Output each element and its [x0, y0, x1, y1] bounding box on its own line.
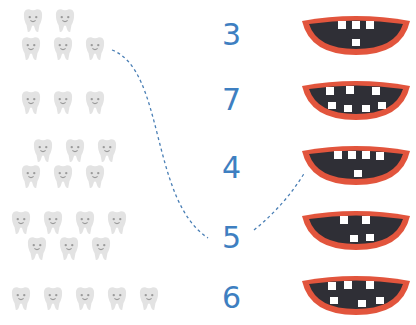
- answer-number: 7: [222, 85, 241, 115]
- answer-number: 5: [222, 223, 241, 253]
- answer-number: 6: [222, 283, 241, 313]
- answer-number: 4: [222, 153, 241, 183]
- answer-number: 3: [222, 20, 241, 50]
